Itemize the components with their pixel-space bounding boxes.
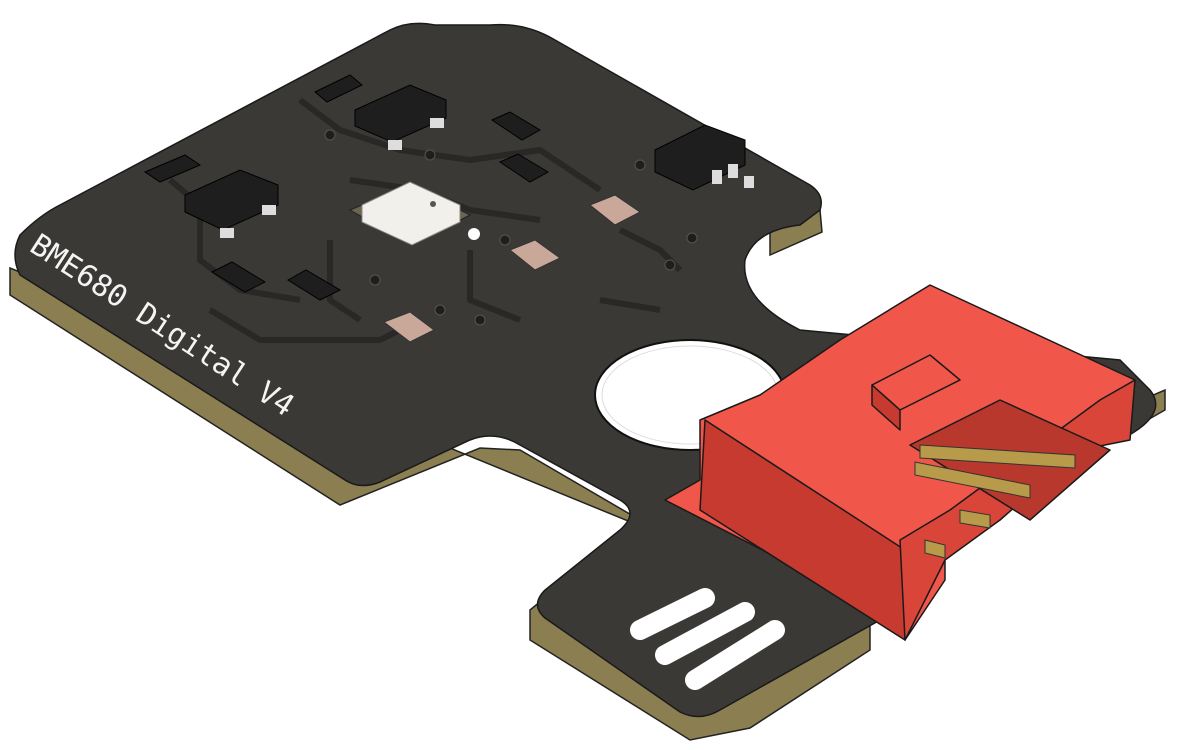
pin-pad	[430, 118, 444, 128]
pin-pad	[728, 164, 738, 178]
capacitors	[382, 194, 641, 343]
pin-pad	[712, 170, 722, 184]
contact-pads	[630, 588, 785, 690]
pin-pad	[220, 228, 234, 238]
regulator-ic	[654, 124, 754, 191]
pin-pad	[744, 176, 754, 188]
fiducial	[468, 228, 480, 240]
transistor	[184, 169, 279, 238]
pin-pad	[262, 205, 276, 215]
vias	[324, 129, 698, 326]
pin-pad	[388, 140, 402, 150]
connector-pins	[914, 444, 1076, 559]
transistor	[354, 84, 447, 150]
bme680-sensor	[348, 181, 472, 246]
resistors	[143, 74, 549, 301]
jst-connector	[664, 284, 1136, 641]
